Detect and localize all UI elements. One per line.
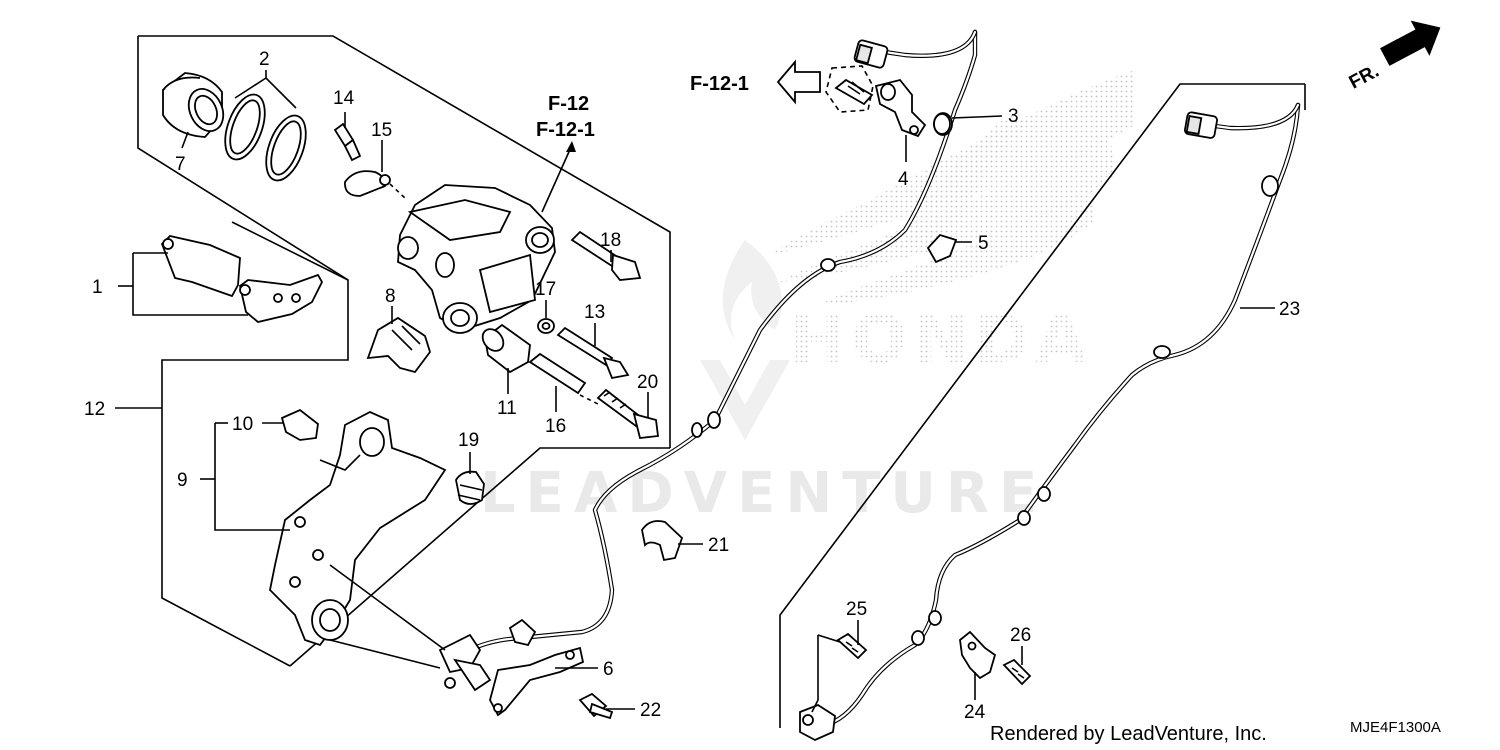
leader-lines (115, 70, 1275, 713)
front-indicator: FR. (1346, 61, 1383, 94)
callout-8: 8 (385, 286, 396, 307)
bolt-in-dashed-box (825, 65, 874, 113)
callout-16: 16 (545, 416, 566, 437)
cable-assembly-boundary (779, 83, 1306, 728)
sensor-bracket (489, 646, 585, 717)
bleeder-cap (344, 170, 391, 197)
callout-7: 7 (175, 154, 186, 175)
callout-9: 9 (177, 470, 188, 491)
sleeve-16 (528, 352, 587, 395)
cable-clip-21 (641, 520, 684, 562)
callout-1: 1 (92, 277, 103, 298)
pin-sleeve (481, 323, 531, 374)
brake-pads (160, 235, 324, 323)
bolt-25 (836, 632, 868, 660)
leadventure-flame-watermark (700, 240, 790, 440)
callout-4: 4 (898, 169, 909, 190)
front-direction-arrow (1380, 20, 1441, 66)
pad-retainer (280, 408, 319, 441)
bolt-26 (1002, 658, 1032, 686)
piston-seals (224, 93, 307, 182)
pad-spring (366, 316, 431, 374)
washer-17 (537, 318, 555, 334)
bolt-22 (578, 692, 614, 720)
callout-15: 15 (371, 120, 392, 141)
honda-watermark-text: HONDA (790, 301, 1092, 378)
reference-main: F-12 (548, 93, 589, 115)
leadventure-watermark: LEADVENTURE (480, 461, 1047, 526)
reference-arrow (776, 59, 821, 105)
cable-clip-5 (926, 233, 958, 264)
callout-17: 17 (535, 279, 556, 300)
honda-wing-watermark (770, 70, 1135, 305)
pin-bolt-18 (570, 230, 642, 281)
callout-24: 24 (964, 702, 986, 723)
callout-6: 6 (603, 659, 614, 680)
diagram-code: MJE4F1300A (1350, 719, 1441, 736)
bracket-24 (959, 630, 997, 680)
render-credit: Rendered by LeadVenture, Inc. (990, 723, 1267, 745)
callout-19: 19 (458, 430, 479, 451)
callout-23: 23 (1279, 299, 1300, 320)
callout-3: 3 (1008, 106, 1019, 127)
grommet-3 (933, 113, 951, 135)
callout-26: 26 (1010, 625, 1031, 646)
callout-10: 10 (232, 414, 253, 435)
pin-bolt-13 (556, 326, 630, 380)
callout-25: 25 (846, 599, 867, 620)
callout-20: 20 (637, 372, 658, 393)
callout-13: 13 (584, 302, 605, 323)
callout-18: 18 (600, 230, 621, 251)
callout-2: 2 (259, 49, 270, 70)
sensor-cable-right (799, 102, 1301, 742)
callout-labels: 1 2 3 4 5 6 7 8 9 10 11 12 13 14 15 16 1… (84, 49, 1300, 723)
callout-21: 21 (708, 535, 729, 556)
reference-sub: F-12-1 (536, 119, 595, 141)
reference-arrow-label: F-12-1 (690, 73, 749, 95)
sensor-cable-left (438, 29, 978, 692)
bracket-4 (874, 78, 927, 138)
caliper-body (397, 184, 556, 334)
callout-5: 5 (978, 233, 989, 254)
caliper-bracket (269, 411, 447, 647)
caliper-assembly-boundary (137, 35, 671, 667)
callout-12: 12 (84, 399, 105, 420)
bleeder-screw (333, 122, 362, 162)
bolt-20 (596, 388, 660, 439)
callout-14: 14 (333, 88, 355, 109)
pin-boot (455, 470, 485, 505)
callout-11: 11 (497, 398, 517, 419)
piston (162, 72, 225, 138)
callout-22: 22 (640, 700, 661, 721)
